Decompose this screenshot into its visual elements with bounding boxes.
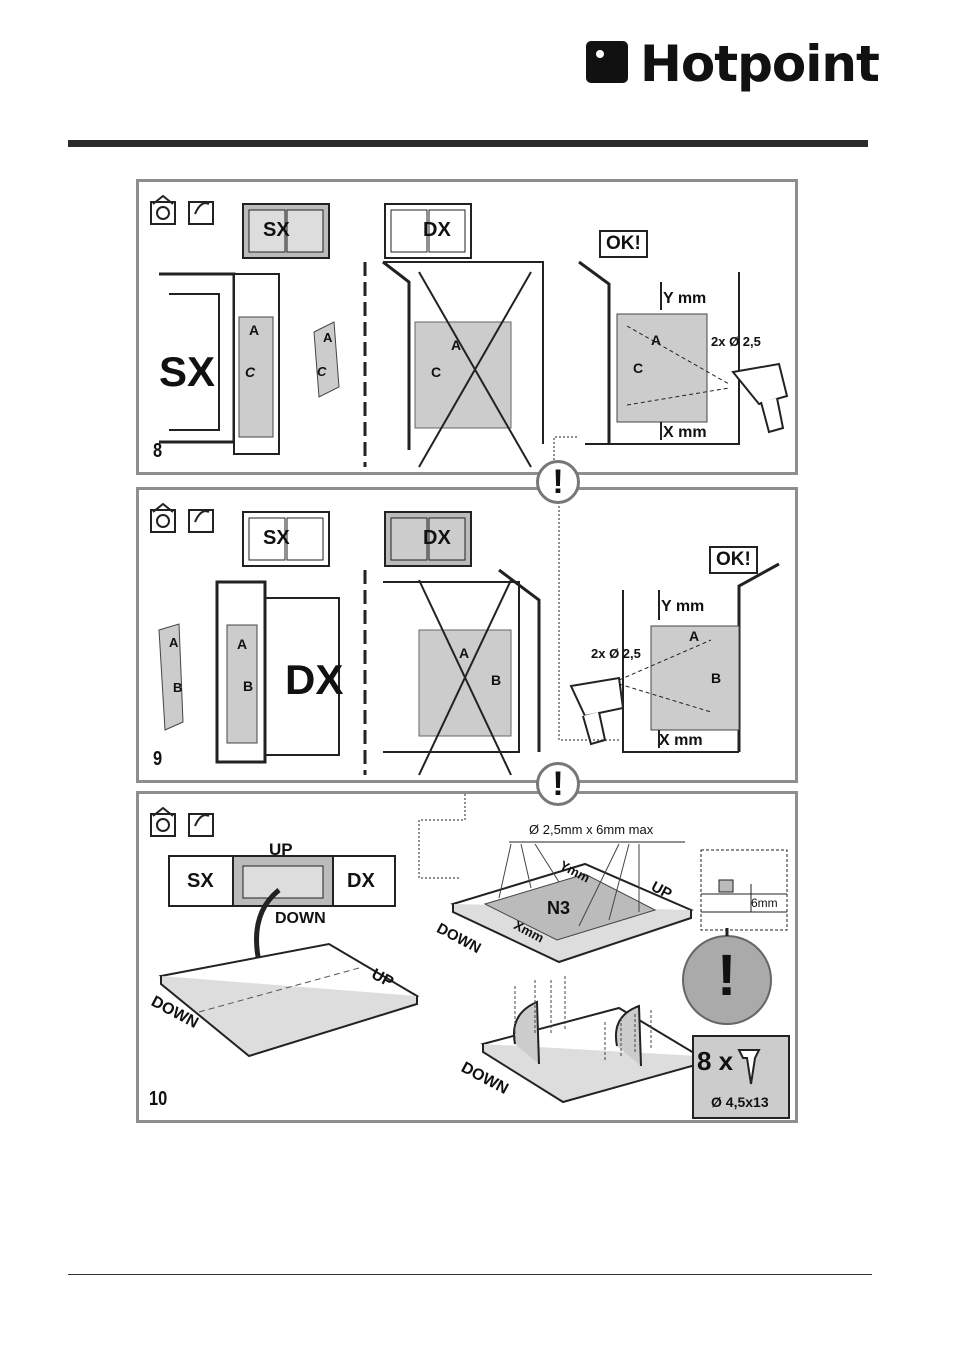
warning-mark-large: ! xyxy=(717,943,737,1008)
arrow-c-label: C xyxy=(431,364,442,380)
x-mm-label: X mm xyxy=(659,732,703,749)
sx-side-label: SX xyxy=(159,348,216,395)
screw-size-label: Ø 4,5x13 xyxy=(711,1094,769,1110)
mark-b: B xyxy=(243,678,254,694)
y-mm-label: Y mm xyxy=(663,290,707,307)
step-10-panel: UP SX DX DOWN UP DOWN Ø 2,5mm x 6mm max … xyxy=(136,791,798,1123)
mark-b-label: B xyxy=(491,672,502,688)
dx-cabinet-label: DX xyxy=(423,527,451,549)
arrow-b-ok-label: B xyxy=(711,670,722,686)
dx-side-label: DX xyxy=(285,656,344,703)
sx-cabinet-label: SX xyxy=(187,870,214,892)
holes-label: 2x Ø 2,5 xyxy=(591,646,641,661)
step-8-illustration xyxy=(150,194,789,472)
footer-rule xyxy=(68,1274,872,1275)
drill-spec-label: Ø 2,5mm x 6mm max xyxy=(529,822,654,837)
y-mm-label: Y mm xyxy=(661,598,705,615)
brand-logo-text: Hotpoint xyxy=(640,35,880,93)
step-9-panel: OK! SX DX DX A B A B A B Y mm A B 2x Ø 2… xyxy=(136,487,798,783)
step-number: 9 xyxy=(153,748,163,770)
mark-a-ok-label: A xyxy=(689,628,700,644)
down-label-cabinet: DOWN xyxy=(275,910,326,927)
mark-b-strip: B xyxy=(173,680,183,695)
mark-a: A xyxy=(237,636,248,652)
holes-label: 2x Ø 2,5 xyxy=(711,334,761,349)
step-9-illustration xyxy=(150,490,780,776)
dx-cabinet-label: DX xyxy=(423,219,451,241)
mark-c-strip: C xyxy=(317,364,327,379)
arrow-a-label: A xyxy=(451,337,462,353)
mark-a: A xyxy=(249,322,260,338)
step-number: 10 xyxy=(149,1088,168,1110)
mark-a-strip: A xyxy=(323,330,333,345)
arrow-a-ok-label: A xyxy=(651,332,662,348)
hotpoint-logo-icon xyxy=(586,41,628,83)
mark-a-strip: A xyxy=(169,635,179,650)
warning-icon: ! xyxy=(536,762,580,806)
six-mm-label: 6mm xyxy=(751,896,778,910)
up-label-cabinet: UP xyxy=(269,840,293,859)
dx-cabinet-label: DX xyxy=(347,870,375,892)
warning-icon: ! xyxy=(536,460,580,504)
sx-cabinet-label: SX xyxy=(263,219,290,241)
step-8-panel: OK! SX DX SX A C A C A C Y mm A C 2x Ø 2… xyxy=(136,179,798,475)
ok-callout: OK! xyxy=(599,230,648,258)
arrow-c-ok-label: C xyxy=(633,360,644,376)
step-10-illustration xyxy=(150,794,790,1119)
step-number: 8 xyxy=(153,440,163,462)
screw-count-label: 8 x xyxy=(697,1046,734,1076)
n3-label: N3 xyxy=(547,898,571,918)
arrow-a-label: A xyxy=(459,645,470,661)
x-mm-label: X mm xyxy=(663,424,707,441)
mark-c: C xyxy=(245,364,256,380)
header-rule xyxy=(68,140,868,147)
ok-callout: OK! xyxy=(709,546,758,574)
sx-cabinet-label: SX xyxy=(263,527,290,549)
